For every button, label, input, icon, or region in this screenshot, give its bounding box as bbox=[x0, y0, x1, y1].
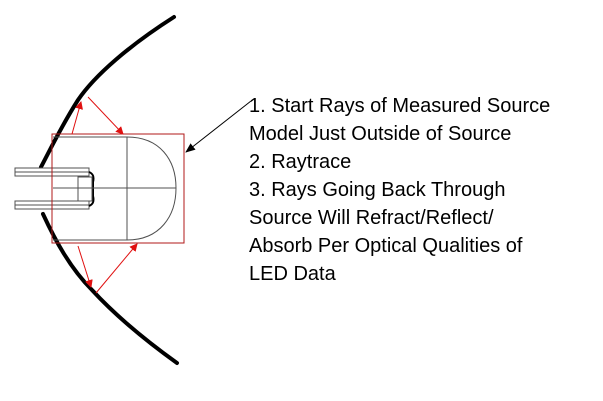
step-line: 1. Start Rays of Measured Source bbox=[249, 95, 551, 117]
callout-arrow bbox=[185, 100, 252, 153]
lower-ray-out bbox=[77, 245, 93, 288]
steps-annotation: 1. Start Rays of Measured Source Model J… bbox=[249, 92, 550, 288]
step-line: LED Data bbox=[249, 263, 336, 285]
step-line: Model Just Outside of Source bbox=[249, 123, 512, 145]
step-line: Source Will Refract/Reflect/ bbox=[249, 207, 494, 229]
upper-ray-back bbox=[87, 96, 124, 135]
rays bbox=[71, 96, 138, 294]
step-line: 3. Rays Going Back Through bbox=[249, 179, 506, 201]
reflector-curve bbox=[39, 15, 179, 365]
lower-ray-back bbox=[95, 243, 138, 294]
step-line: Absorb Per Optical Qualities of bbox=[249, 235, 523, 257]
led-body bbox=[14, 136, 177, 241]
step-line: 2. Raytrace bbox=[249, 151, 352, 173]
upper-ray-out bbox=[71, 101, 83, 135]
